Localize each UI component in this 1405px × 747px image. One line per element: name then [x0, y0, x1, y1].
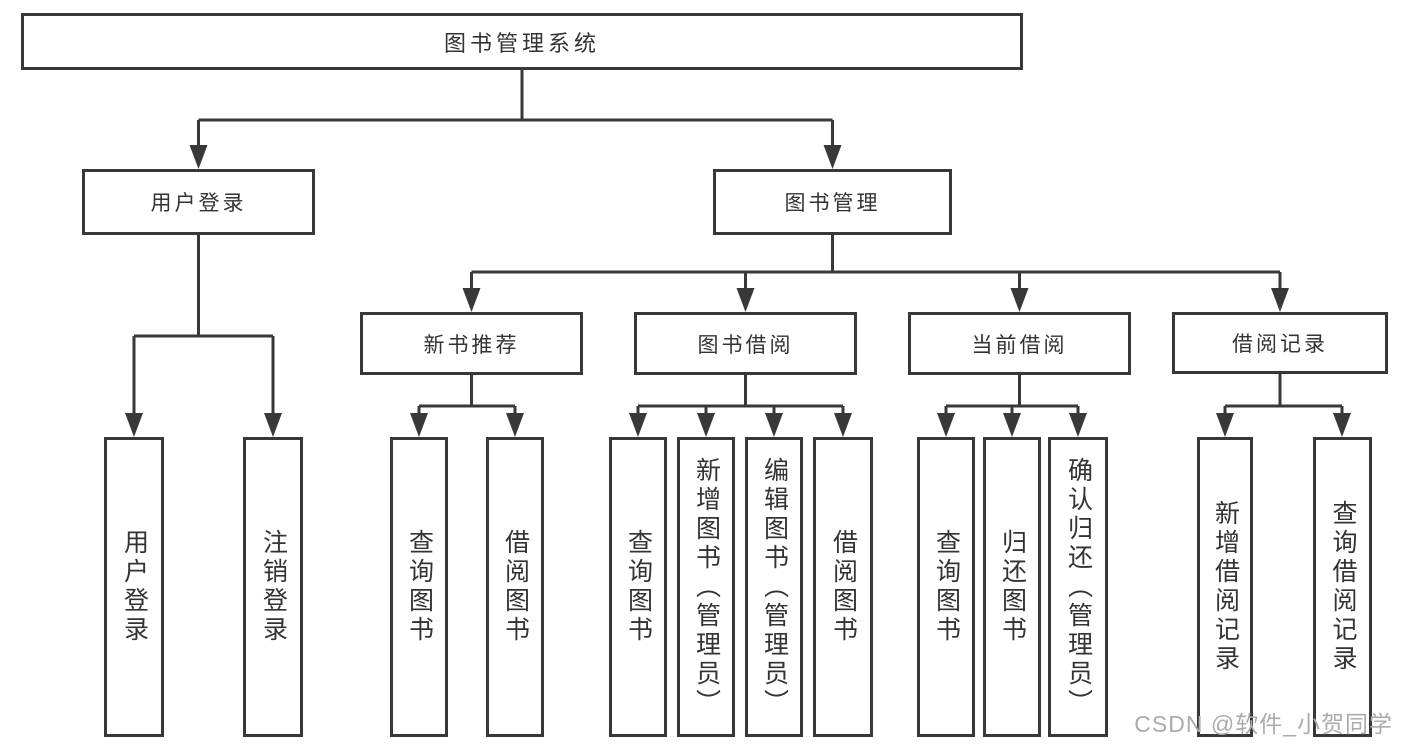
node-label: 图书管理系统 — [443, 30, 600, 56]
node-library-management-system: 图书管理系统 — [21, 13, 1023, 70]
leaf-return-books: 归还图书 — [983, 437, 1041, 737]
leaf-edit-books-admin: 编辑图书（管理员） — [745, 437, 803, 737]
arrowhead-icon — [1069, 413, 1087, 437]
node-label: 图书借阅 — [697, 333, 794, 357]
node-label: 当前借阅 — [971, 333, 1068, 357]
arrowhead-icon — [697, 413, 715, 437]
leaf-add-borrow-record: 新增借阅记录 — [1197, 437, 1253, 737]
leaf-logout: 注销登录 — [243, 437, 303, 737]
leaf-borrow-books: 借阅图书 — [813, 437, 873, 737]
node-borrowing-records: 借阅记录 — [1172, 312, 1388, 374]
leaf-query-borrow-record: 查询借阅记录 — [1313, 437, 1372, 737]
arrowhead-icon — [1010, 288, 1029, 312]
leaf-query-books-recommend: 查询图书 — [390, 437, 448, 737]
node-label: 注销登录 — [259, 529, 288, 645]
arrowhead-icon — [189, 145, 208, 169]
arrowhead-icon — [410, 413, 428, 437]
node-user-login: 用户登录 — [82, 169, 315, 235]
arrowhead-icon — [264, 413, 282, 437]
node-label: 归还图书 — [998, 529, 1027, 645]
node-label: 新书推荐 — [423, 333, 520, 357]
node-label: 图书管理 — [784, 192, 881, 215]
node-label: 查询图书 — [405, 529, 434, 645]
node-label: 编辑图书（管理员） — [760, 456, 789, 718]
arrowhead-icon — [1333, 413, 1351, 437]
node-label: 借阅图书 — [829, 529, 858, 645]
leaf-confirm-return-admin: 确认归还（管理员） — [1048, 437, 1108, 737]
node-current-borrowing: 当前借阅 — [908, 312, 1131, 375]
leaf-user-login: 用户登录 — [104, 437, 164, 737]
arrowhead-icon — [937, 413, 955, 437]
arrowhead-icon — [506, 413, 524, 437]
arrowhead-icon — [125, 413, 143, 437]
arrowhead-icon — [765, 413, 783, 437]
arrowhead-icon — [462, 288, 481, 312]
node-label: 查询图书 — [932, 529, 961, 645]
arrowhead-icon — [1271, 288, 1289, 312]
arrowhead-icon — [823, 145, 842, 169]
csdn-watermark: CSDN @软件_小贺同学 — [1134, 711, 1393, 737]
node-label: 查询图书 — [624, 529, 653, 645]
leaf-add-books-admin: 新增图书（管理员） — [677, 437, 735, 737]
arrowhead-icon — [834, 413, 852, 437]
arrowhead-icon — [1216, 413, 1234, 437]
arrowhead-icon — [736, 288, 755, 312]
node-book-management: 图书管理 — [713, 169, 952, 235]
node-label: 新增图书（管理员） — [692, 456, 721, 718]
node-label: 新增借阅记录 — [1211, 500, 1240, 674]
node-label: 用户登录 — [120, 529, 149, 645]
node-label: 借阅记录 — [1232, 333, 1328, 356]
node-new-book-recommendation: 新书推荐 — [360, 312, 583, 375]
arrowhead-icon — [1003, 413, 1021, 437]
node-label: 借阅图书 — [501, 529, 530, 645]
node-label: 查询借阅记录 — [1329, 500, 1357, 674]
arrowhead-icon — [629, 413, 647, 437]
leaf-borrow-books-recommend: 借阅图书 — [486, 437, 544, 737]
node-book-borrowing: 图书借阅 — [634, 312, 857, 375]
leaf-query-books-borrowing: 查询图书 — [609, 437, 667, 737]
leaf-query-books-current: 查询图书 — [917, 437, 975, 737]
node-label: 确认归还（管理员） — [1064, 456, 1093, 718]
node-label: 用户登录 — [150, 192, 247, 215]
